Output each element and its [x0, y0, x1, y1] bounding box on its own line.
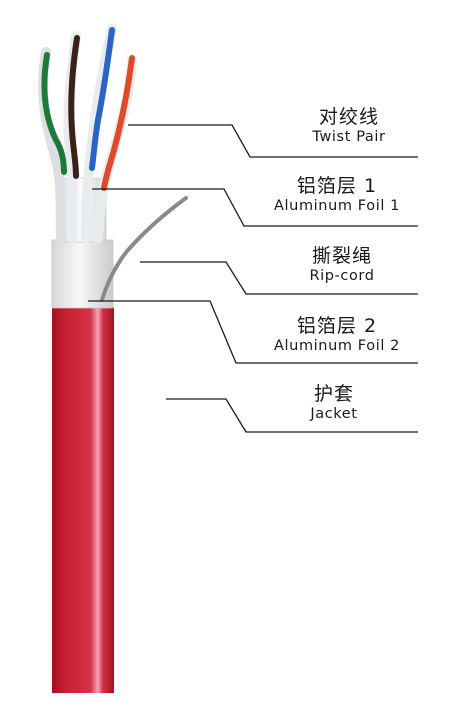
rip-cord-strand	[100, 196, 188, 302]
leader-line-rip-cord	[140, 261, 418, 295]
label-jacket-cn: 护套	[313, 383, 354, 405]
twist-pair-wires	[38, 23, 137, 243]
label-twist-pair-cn: 对绞线	[318, 106, 379, 128]
label-rip-cord: 撕裂绳 Rip-cord	[282, 245, 402, 285]
jacket-body	[52, 307, 114, 693]
leader-line-twist-pair	[128, 124, 418, 158]
label-jacket: 护套 Jacket	[282, 383, 386, 423]
label-aluminum-foil-1: 铝箔层 1 Aluminum Foil 1	[258, 175, 416, 215]
label-twist-pair: 对绞线 Twist Pair	[282, 106, 416, 146]
label-aluminum-foil-2-cn: 铝箔层 2	[296, 315, 378, 337]
label-rip-cord-en: Rip-cord	[309, 268, 375, 284]
leader-line-jacket	[166, 398, 418, 433]
label-aluminum-foil-1-cn: 铝箔层 1	[296, 175, 378, 197]
label-aluminum-foil-1-en: Aluminum Foil 1	[274, 198, 400, 214]
label-aluminum-foil-2: 铝箔层 2 Aluminum Foil 2	[258, 315, 416, 355]
leader-line-aluminum-foil-1	[92, 188, 418, 227]
label-rip-cord-cn: 撕裂绳	[311, 245, 372, 267]
label-aluminum-foil-2-en: Aluminum Foil 2	[274, 338, 400, 354]
leader-line-aluminum-foil-2	[88, 300, 418, 364]
label-twist-pair-en: Twist Pair	[312, 129, 386, 145]
label-jacket-en: Jacket	[310, 406, 358, 422]
